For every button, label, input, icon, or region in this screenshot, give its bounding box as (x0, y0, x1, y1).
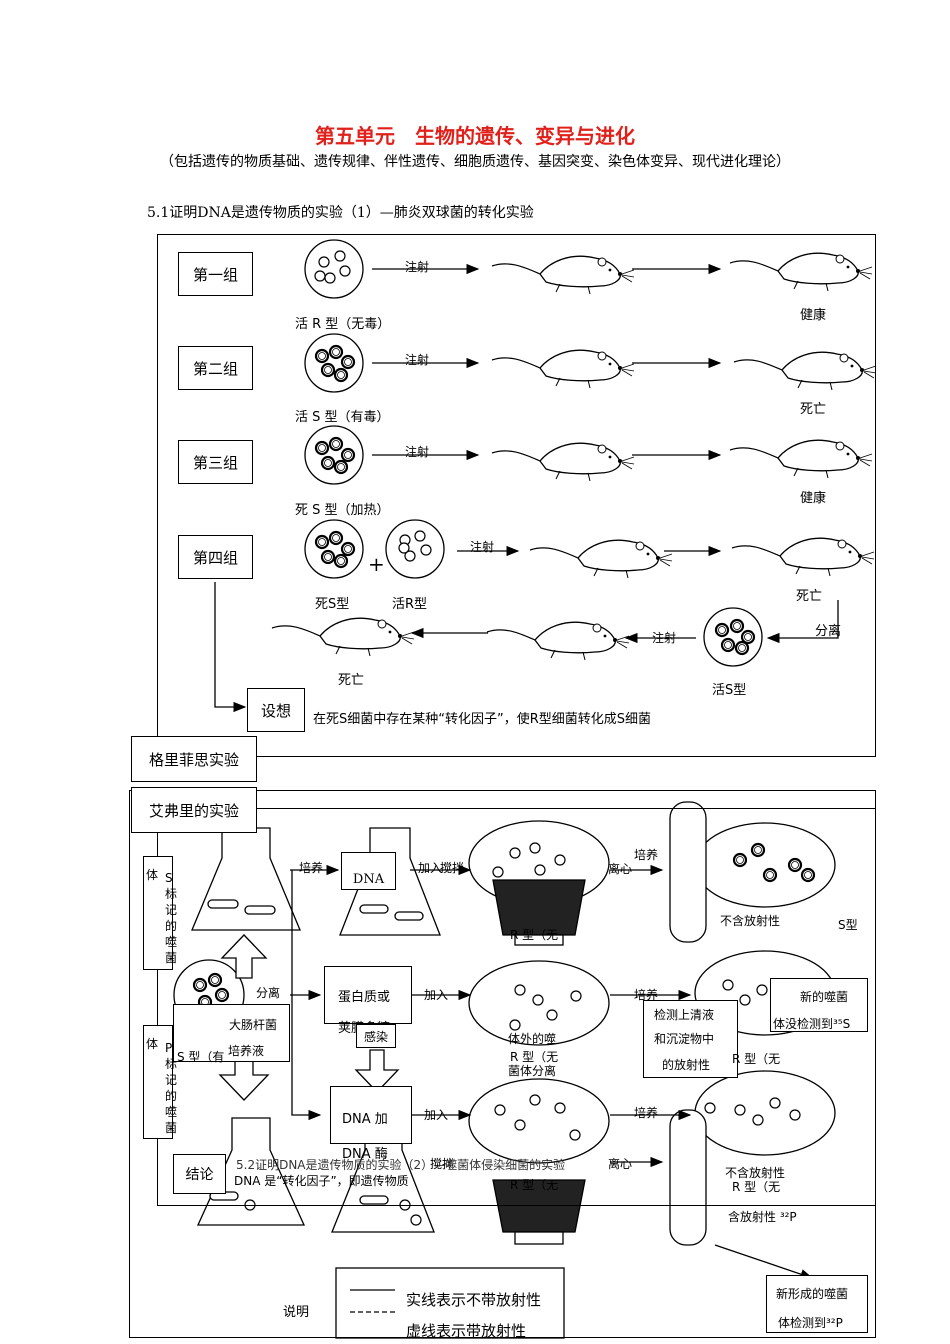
group3-result: 健康 (800, 491, 827, 506)
dna-box: DNA (341, 852, 396, 890)
stir-label-2: 搅拌 (430, 1157, 455, 1171)
new-phage-35s-2: 体没检测到³⁵S (773, 1017, 851, 1031)
culture-label-4: 培养 (634, 1106, 659, 1120)
s-toxic-label: S 型（有 (177, 1050, 225, 1064)
group4-action: 注射 (470, 540, 495, 554)
group1-art (304, 239, 873, 299)
group1-box: 第一组 (178, 252, 253, 296)
culture-label-3: 培养 (634, 988, 659, 1002)
infect-box: 感染 (356, 1024, 396, 1048)
griffith-frame (157, 234, 876, 757)
group1-action: 注射 (405, 260, 430, 274)
group4-sample-b: 活R型 (392, 597, 428, 612)
left-label-box-2 (143, 1025, 173, 1139)
new-phage-35s-box (770, 978, 868, 1032)
dna-add-label: DNA 加 (342, 1112, 388, 1127)
protein-box (324, 966, 412, 1024)
group2-action: 注射 (405, 353, 430, 367)
hypothesis-text: 在死S细菌中存在某种“转化因子”，使R型细菌转化成S细菌 (313, 712, 652, 727)
dna-enzyme-box (330, 1086, 412, 1144)
group4-box: 第四组 (178, 535, 253, 579)
detect-line-3: 的放射性 (662, 1058, 711, 1072)
legend-dashed: 虚线表示带放射性 (406, 1322, 527, 1340)
live-s-label: 活S型 (712, 683, 747, 698)
r-none-label-1: R 型（无 (510, 928, 559, 942)
group1-sample: 活 R 型（无毒） (295, 317, 391, 332)
conclusion-box: 结论 (173, 1154, 226, 1194)
left-label-1a: 体 (146, 868, 159, 882)
centrifuge-label-2: 离心 (608, 1157, 633, 1171)
detect-line-2: 和沉淀物中 (654, 1032, 715, 1046)
r-none-label-2: R 型（无 (510, 1050, 559, 1064)
centrifuge-label-1: 离心 (608, 862, 633, 876)
legend-label: 说明 (283, 1305, 310, 1320)
section-heading: 5.1证明DNA是遗传物质的实验（1）—肺炎双球菌的转化实验 (147, 205, 534, 221)
conclusion-text: DNA 是“转化因子”，即遗传物质 (234, 1174, 409, 1188)
avery-art (173, 801, 836, 1339)
left-label-box-1 (143, 856, 173, 970)
detect-box (643, 1000, 738, 1078)
stir-label-1: 搅拌 (440, 861, 465, 875)
page-subtitle: （包括遗传的物质基础、遗传规律、伴性遗传、细胞质遗传、基因突变、染色体变异、现代… (160, 154, 790, 170)
plus-sign: + (368, 552, 385, 576)
left-label-2b: P标记的噬菌 (165, 1041, 178, 1135)
group4-result: 死亡 (796, 589, 823, 604)
r-none-label-5: R 型（无 (510, 1178, 559, 1192)
dna-enzyme-label: DNA 酶 (342, 1147, 388, 1162)
separate-label-2: 分离 (256, 986, 281, 1000)
left-label-1b: S标记的噬菌 (165, 871, 178, 965)
group4-art (214, 519, 875, 713)
add-label-3: 加入 (424, 1108, 449, 1122)
page-title: 第五单元 生物的遗传、变异与进化 (315, 124, 635, 148)
group3-action: 注射 (405, 445, 430, 459)
culture-label-2: 培养 (634, 848, 659, 862)
group2-result: 死亡 (800, 402, 827, 417)
inject2-label: 注射 (652, 631, 677, 645)
no-radio-label-1: 不含放射性 (720, 914, 781, 928)
medium-label: 培养液 (228, 1044, 265, 1058)
new-phage-32p-2: 体检测到³²P (778, 1316, 843, 1330)
ecoli-box (173, 1004, 290, 1062)
group3-art (304, 425, 873, 485)
overlap-line: 5.2证明DNA是遗传物质的实验（2）—噬菌体侵染细菌的实验 (236, 1158, 566, 1172)
phage-sep-label: 菌体分离 (508, 1064, 557, 1078)
add-label-1: 加入 (418, 861, 443, 875)
no-radio-label-2: 不含放射性 (725, 1166, 786, 1180)
contains-32p: 含放射性 ³²P (728, 1210, 797, 1224)
left-label-2a: 体 (146, 1037, 159, 1051)
ecoli-label: 大肠杆菌 (229, 1018, 278, 1032)
group1-result: 健康 (800, 308, 827, 323)
avery-frame-inner (157, 808, 876, 1206)
detect-line-1: 检测上清液 (654, 1008, 715, 1022)
hypothesis-box: 设想 (247, 688, 305, 732)
dead2-label: 死亡 (338, 673, 365, 688)
s-type-label: S型 (838, 918, 858, 932)
group2-box: 第二组 (178, 346, 253, 390)
group3-sample: 死 S 型（加热） (295, 503, 390, 518)
add-label-2: 加入 (424, 988, 449, 1002)
avery-caption: 艾弗里的实验 (131, 787, 257, 833)
r-none-label-3: R 型（无 (732, 1052, 781, 1066)
new-phage-32p-box (766, 1275, 868, 1333)
protein-label: 蛋白质或 (338, 990, 391, 1005)
in-vitro-label: 体外的噬 (508, 1032, 557, 1046)
legend-solid: 实线表示不带放射性 (406, 1291, 542, 1309)
separate-label: 分离 (815, 624, 842, 639)
group2-art (304, 333, 877, 393)
group3-box: 第三组 (178, 440, 253, 484)
group4-sample-a: 死S型 (315, 597, 350, 612)
culture-label-1: 培养 (299, 861, 324, 875)
r-none-label-4: R 型（无 (732, 1180, 781, 1194)
new-phage-35s-1: 新的噬菌 (800, 990, 849, 1004)
new-phage-32p-1: 新形成的噬菌 (776, 1287, 849, 1301)
group2-sample: 活 S 型（有毒） (295, 410, 390, 425)
griffith-caption: 格里菲思实验 (131, 736, 257, 782)
